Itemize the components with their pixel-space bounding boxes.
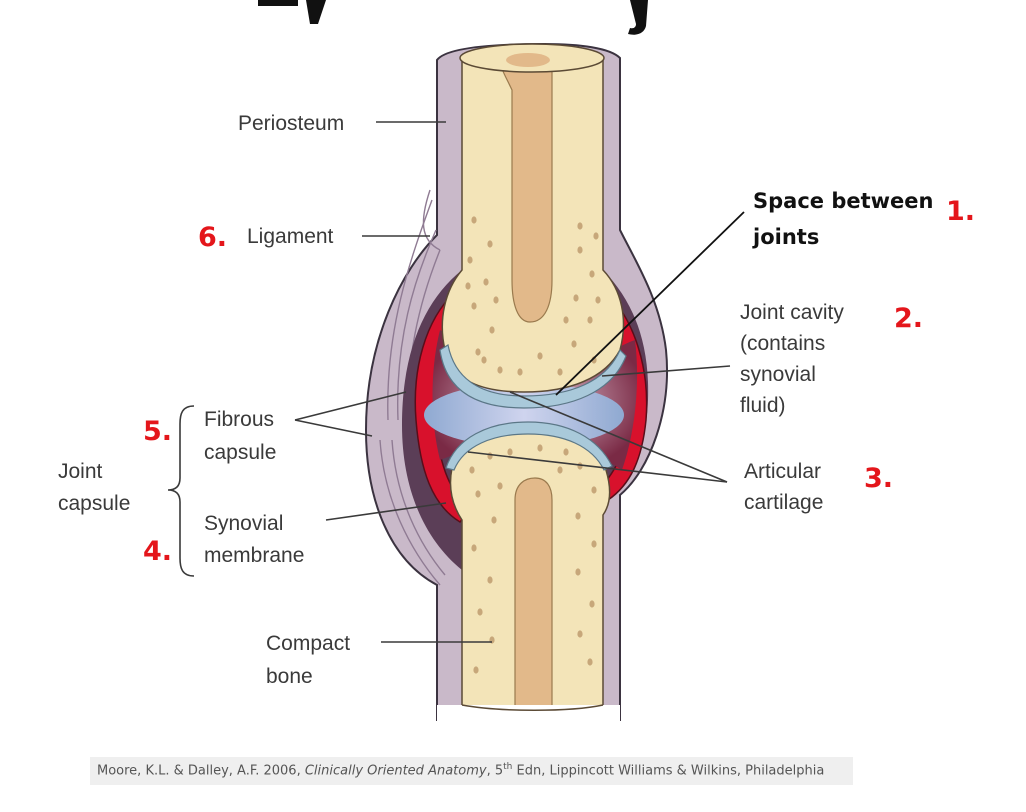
spongy-bone-dot: [473, 666, 479, 674]
label-fibrous-capsule-line1: Fibrous: [204, 408, 274, 431]
spongy-bone-dot: [517, 368, 523, 376]
spongy-bone-dot: [557, 368, 563, 376]
citation-edition-suffix: th: [503, 762, 513, 772]
upper-bone: [439, 43, 627, 409]
spongy-bone-dot: [563, 316, 569, 324]
label-compact-bone-line1: Compact: [266, 632, 350, 655]
spongy-bone-dot: [497, 366, 503, 374]
spongy-bone-dot: [487, 452, 493, 460]
spongy-bone-dot: [557, 466, 563, 474]
number-1: 1.: [946, 196, 975, 227]
citation: Moore, K.L. & Dalley, A.F. 2006, Clinica…: [97, 762, 824, 778]
label-periosteum: Periosteum: [238, 112, 344, 135]
spongy-bone-dot: [537, 444, 543, 452]
spongy-bone-dot: [487, 240, 493, 248]
label-space-between-line2: joints: [752, 225, 819, 249]
spongy-bone-dot: [563, 448, 569, 456]
spongy-bone-dot: [587, 658, 593, 666]
spongy-bone-dot: [469, 466, 475, 474]
label-articular-cartilage-line2: cartilage: [744, 491, 823, 514]
number-4: 4.: [143, 536, 172, 567]
spongy-bone-dot: [477, 608, 483, 616]
label-joint-capsule-line2: capsule: [58, 492, 130, 515]
spongy-bone-dot: [575, 512, 581, 520]
citation-authors: Moore, K.L. & Dalley, A.F. 2006,: [97, 763, 305, 779]
label-articular-cartilage-line1: Articular: [744, 460, 821, 483]
label-joint-cavity-line1: Joint cavity: [740, 301, 844, 324]
spongy-bone-dot: [573, 294, 579, 302]
lower-bone: [437, 421, 620, 722]
leader-lines: [167, 121, 745, 643]
citation-edition: , 5: [486, 763, 504, 779]
spongy-bone-dot: [577, 246, 583, 254]
label-space-between-line1: Space between: [753, 189, 933, 213]
spongy-bone-dot: [481, 356, 487, 364]
label-compact-bone-line2: bone: [266, 665, 313, 688]
number-6: 6.: [198, 222, 227, 253]
spongy-bone-dot: [487, 576, 493, 584]
spongy-bone-dot: [537, 352, 543, 360]
spongy-bone-dot: [497, 482, 503, 490]
label-ligament: Ligament: [247, 225, 334, 248]
label-fibrous-capsule-line2: capsule: [204, 441, 276, 464]
label-joint-cavity-line3: synovial: [740, 363, 816, 386]
spongy-bone-dot: [491, 516, 497, 524]
spongy-bone: [465, 216, 601, 674]
label-synovial-membrane-line1: Synovial: [204, 512, 283, 535]
spongy-bone-dot: [467, 256, 473, 264]
label-joint-capsule-line1: Joint: [58, 460, 103, 483]
spongy-bone-dot: [571, 340, 577, 348]
spongy-bone-dot: [593, 232, 599, 240]
label-synovial-membrane-line2: membrane: [204, 544, 304, 567]
spongy-bone-dot: [465, 282, 471, 290]
spongy-bone-dot: [575, 568, 581, 576]
spongy-bone-dot: [493, 296, 499, 304]
label-joint-cavity-line2: (contains: [740, 332, 825, 355]
spongy-bone-dot: [595, 296, 601, 304]
number-5: 5.: [143, 416, 172, 447]
spongy-bone-dot: [589, 270, 595, 278]
spongy-bone-dot: [589, 600, 595, 608]
citation-box: [90, 757, 853, 785]
spongy-bone-dot: [577, 630, 583, 638]
spongy-bone-dot: [591, 540, 597, 548]
spongy-bone-dot: [471, 216, 477, 224]
spongy-bone-dot: [577, 462, 583, 470]
spongy-bone-dot: [587, 316, 593, 324]
spongy-bone-dot: [489, 326, 495, 334]
spongy-bone-dot: [475, 348, 481, 356]
spongy-bone-dot: [577, 222, 583, 230]
citation-publisher: Edn, Lippincott Williams & Wilkins, Phil…: [512, 763, 825, 779]
number-2: 2.: [894, 303, 923, 334]
spongy-bone-dot: [471, 544, 477, 552]
spongy-bone-dot: [591, 486, 597, 494]
spongy-bone-dot: [507, 448, 513, 456]
spongy-bone-dot: [471, 302, 477, 310]
citation-title: Clinically Oriented Anatomy: [304, 763, 487, 779]
spongy-bone-dot: [483, 278, 489, 286]
number-3: 3.: [864, 463, 893, 494]
cropped-title-fragment: [258, 0, 648, 35]
label-joint-cavity-line4: fluid): [740, 394, 786, 417]
spongy-bone-dot: [475, 490, 481, 498]
